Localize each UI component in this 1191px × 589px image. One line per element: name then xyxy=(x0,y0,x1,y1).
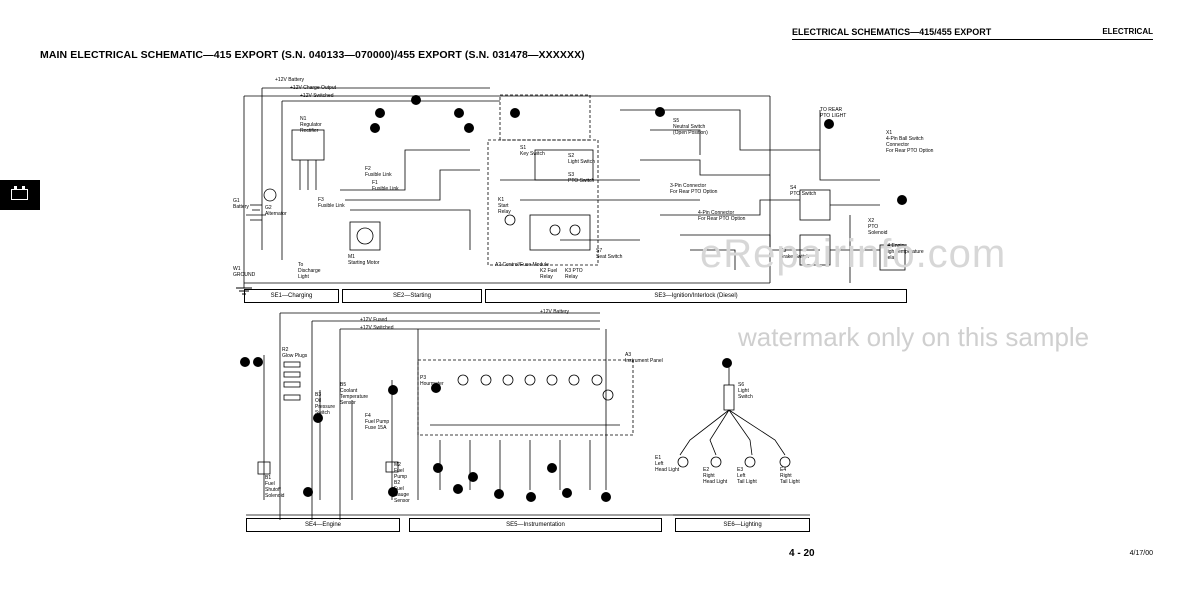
header-rule xyxy=(792,39,1153,40)
component-label: TO REAR PTO LIGHT xyxy=(820,107,847,119)
section-box: SE1—Charging xyxy=(244,289,339,303)
component-label: 3-Pin Connector For Rear PTO Option xyxy=(670,183,718,195)
bus-label: +12V Battery xyxy=(275,77,305,83)
component-label: To Discharge Light xyxy=(298,262,321,280)
component-label: S8 Brake Switch xyxy=(780,248,810,260)
component-label: S4 PTO Switch xyxy=(790,185,817,197)
component-label: F2 Fusible Link xyxy=(365,166,392,178)
section-box: SE6—Lighting xyxy=(675,518,810,532)
component-label: B5 Coolant Temperature Sensor xyxy=(340,382,369,406)
component-label: K2 Fuel Relay xyxy=(540,268,558,280)
bus-label: +12V Charge Output xyxy=(290,85,337,91)
section-title: ELECTRICAL SCHEMATICS—415/455 EXPORT xyxy=(792,27,992,37)
component-label: K3 PTO Relay xyxy=(565,268,583,280)
component-label: S6 Light Switch xyxy=(738,382,753,400)
component-label: X4 Engine High Temperature Relay xyxy=(884,243,924,261)
running-header: ELECTRICAL SCHEMATICS—415/455 EXPORT ELE… xyxy=(792,27,1153,39)
component-label: G2 Alternator xyxy=(265,205,287,217)
component-label: E1 Left Head Light xyxy=(655,455,680,473)
component-label: W1 GROUND xyxy=(233,266,256,278)
component-label: P3 Hourmeter xyxy=(420,375,444,387)
section-tag: ELECTRICAL xyxy=(1102,27,1153,36)
revision-date: 4/17/00 xyxy=(1129,550,1153,557)
component-label: S2 Light Switch xyxy=(568,153,595,165)
component-label: M1 Starting Motor xyxy=(348,254,380,266)
bus-label: +12V Battery xyxy=(540,309,570,315)
component-label: A3 Instrument Panel xyxy=(625,352,663,364)
component-label: E4 Right Tail Light xyxy=(780,467,800,485)
component-label: S7 Seat Switch xyxy=(596,248,623,260)
component-label: F3 Fusible Link xyxy=(318,197,345,209)
component-label: E2 Right Head Light xyxy=(703,467,728,485)
component-label: B2 Fuel Gauge Sensor xyxy=(394,480,410,504)
component-label: X1 4-Pin Ball Switch Connector For Rear … xyxy=(886,130,934,154)
component-label: G1 Battery xyxy=(233,198,249,210)
electrical-tab-battery-icon xyxy=(0,180,40,210)
component-label: 4-Pin Connector For Rear PTO Option xyxy=(698,210,746,222)
component-label: X2 PTO Solenoid xyxy=(868,218,888,236)
component-label: F4 Fuel Pump Fuse 15A xyxy=(365,413,390,431)
component-label: B1 Fuel Shutoff Solenoid xyxy=(265,475,285,499)
bus-label: +12V Switched xyxy=(300,93,334,99)
component-label: K1 Start Relay xyxy=(498,197,511,215)
component-label: S3 PTO Switch xyxy=(568,172,595,184)
section-box: SE2—Starting xyxy=(342,289,482,303)
component-label: S5 Neutral Switch (Open Position) xyxy=(673,118,708,136)
bus-label: +12V Fused xyxy=(360,317,388,323)
component-label: R2 Glow Plugs xyxy=(282,347,308,359)
section-box: SE3—Ignition/Interlock (Diesel) xyxy=(485,289,907,303)
component-label: B3 Oil Pressure Switch xyxy=(315,392,336,416)
watermark-site: eRepairinfo.com xyxy=(700,232,1007,276)
component-label: N1 Regulator Rectifier xyxy=(300,116,322,134)
watermark-note: watermark only on this sample xyxy=(738,322,1090,352)
component-label: A2 Control/Fuse Module xyxy=(495,262,549,268)
page-number: 4 - 20 xyxy=(789,548,815,559)
component-label: M2 Fuel Pump xyxy=(394,462,408,480)
bus-label: +12V Switched xyxy=(360,325,394,331)
component-label: F1 Fusible Link xyxy=(372,180,399,192)
section-box: SE4—Engine xyxy=(246,518,400,532)
component-label: S1 Key Switch xyxy=(520,145,545,157)
schematic-title: MAIN ELECTRICAL SCHEMATIC—415 EXPORT (S.… xyxy=(40,49,585,61)
component-label: E3 Left Tail Light xyxy=(737,467,757,485)
section-box: SE5—Instrumentation xyxy=(409,518,662,532)
